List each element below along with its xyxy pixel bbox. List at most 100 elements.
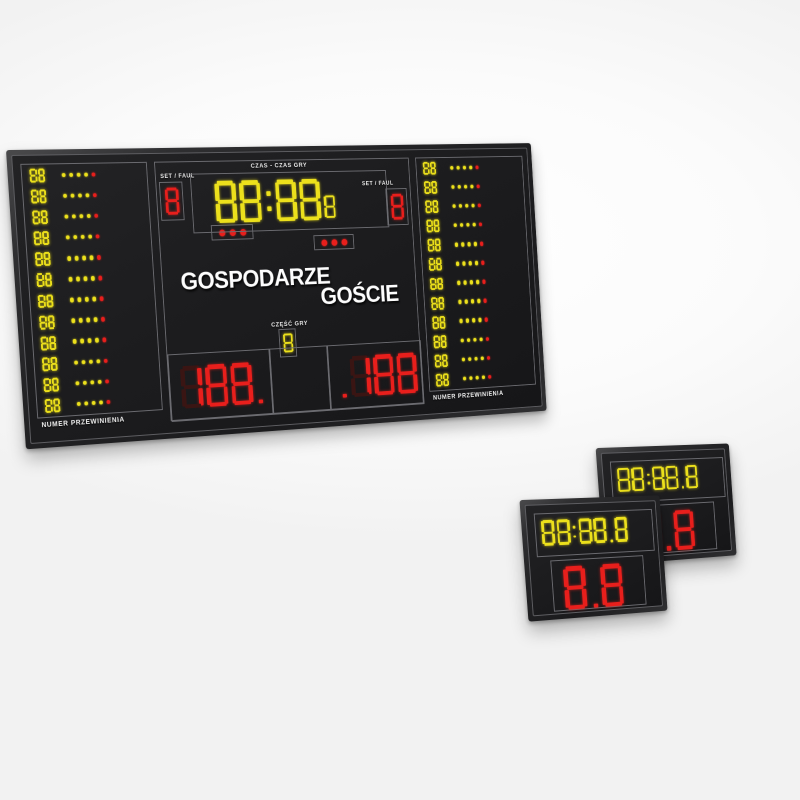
foul-row[interactable] bbox=[31, 249, 149, 267]
guest-set-faul-display[interactable] bbox=[385, 188, 409, 226]
foul-dot-yellow bbox=[471, 318, 476, 323]
foul-dot-red bbox=[102, 337, 107, 343]
colon-separator bbox=[263, 180, 274, 222]
foul-row[interactable] bbox=[34, 290, 152, 309]
foul-dot-yellow bbox=[457, 299, 462, 305]
seven-segment-digit bbox=[432, 200, 439, 214]
foul-row-number bbox=[33, 231, 51, 246]
foul-row[interactable] bbox=[38, 351, 155, 372]
foul-row-dots bbox=[66, 255, 102, 261]
seven-segment-digit bbox=[40, 336, 49, 351]
decimal-point bbox=[339, 356, 350, 399]
foul-dot-yellow bbox=[70, 318, 76, 324]
foul-dot-yellow bbox=[458, 203, 463, 209]
foul-row-number bbox=[32, 210, 50, 225]
foul-row[interactable] bbox=[429, 311, 529, 329]
seven-segment-digit bbox=[422, 161, 430, 175]
foul-row[interactable] bbox=[428, 293, 528, 310]
foul-row[interactable] bbox=[419, 160, 519, 175]
seven-segment-digit bbox=[164, 187, 180, 215]
foul-dot-red bbox=[486, 355, 491, 360]
foul-dot-yellow bbox=[96, 358, 101, 364]
foul-dot-yellow bbox=[468, 261, 473, 266]
foul-row[interactable] bbox=[28, 208, 146, 225]
seven-segment-digit bbox=[600, 563, 625, 608]
foul-row[interactable] bbox=[30, 228, 148, 246]
foul-row[interactable] bbox=[32, 269, 150, 288]
foul-dot-yellow bbox=[474, 260, 479, 266]
foul-row-number bbox=[29, 168, 47, 183]
foul-dot-yellow bbox=[68, 276, 73, 282]
left-foul-panel[interactable] bbox=[20, 161, 163, 419]
guest-indicator-dots[interactable] bbox=[313, 233, 355, 251]
foul-dot-red bbox=[483, 298, 487, 303]
foul-dot-red bbox=[482, 279, 486, 284]
foul-dot-yellow bbox=[80, 234, 85, 240]
foul-dot-yellow bbox=[467, 242, 471, 247]
foul-dot-yellow bbox=[453, 223, 458, 228]
foul-row[interactable] bbox=[37, 331, 154, 351]
foul-dot-red bbox=[478, 222, 483, 227]
foul-dot-red bbox=[106, 399, 111, 405]
foul-dot-yellow bbox=[461, 357, 466, 362]
right-foul-panel[interactable] bbox=[415, 155, 536, 392]
foul-row-number bbox=[435, 373, 451, 387]
foul-row[interactable] bbox=[431, 349, 530, 368]
guest-score-display[interactable] bbox=[327, 340, 425, 411]
aux-front-bottom-display[interactable] bbox=[550, 555, 647, 612]
foul-row-dots bbox=[68, 275, 103, 282]
foul-row-number bbox=[37, 294, 56, 309]
seven-segment-digit bbox=[41, 357, 50, 372]
foul-row[interactable] bbox=[430, 330, 529, 349]
foul-row[interactable] bbox=[425, 255, 525, 272]
aux-display-front[interactable] bbox=[519, 495, 668, 622]
foul-row-dots bbox=[461, 355, 491, 362]
foul-dot-red bbox=[485, 336, 490, 341]
foul-dot-yellow bbox=[61, 172, 66, 178]
foul-dot-yellow bbox=[72, 235, 78, 240]
foul-dot-yellow bbox=[62, 193, 68, 199]
seven-segment-digit bbox=[52, 398, 61, 413]
foul-dot-red bbox=[99, 296, 104, 302]
foul-dot-yellow bbox=[71, 214, 77, 219]
foul-dot-yellow bbox=[460, 242, 465, 247]
seven-segment-digit bbox=[179, 365, 204, 409]
foul-row-number bbox=[429, 277, 445, 291]
seven-segment-digit bbox=[298, 178, 322, 221]
seven-segment-digit bbox=[436, 277, 444, 291]
foul-row[interactable] bbox=[25, 167, 143, 183]
foul-row[interactable] bbox=[423, 217, 523, 233]
seven-segment-digit bbox=[205, 363, 229, 408]
foul-row[interactable] bbox=[432, 368, 531, 387]
foul-row[interactable] bbox=[421, 179, 521, 194]
foul-dot-red bbox=[97, 275, 103, 281]
seven-segment-digit bbox=[46, 294, 54, 308]
aux-front-top-display[interactable] bbox=[533, 508, 655, 558]
foul-row[interactable] bbox=[422, 198, 522, 214]
foul-dot-red bbox=[479, 241, 484, 246]
foul-dot-yellow bbox=[64, 214, 69, 220]
game-clock-display[interactable] bbox=[189, 170, 390, 234]
foul-row[interactable] bbox=[427, 274, 527, 291]
foul-dot-yellow bbox=[465, 318, 470, 323]
seven-segment-digit bbox=[673, 509, 696, 550]
foul-dot-red bbox=[96, 255, 102, 260]
foul-row[interactable] bbox=[35, 310, 153, 330]
seven-segment-digit bbox=[41, 231, 50, 246]
seven-segment-digit bbox=[429, 161, 437, 175]
foul-dot-yellow bbox=[456, 280, 461, 285]
foul-row[interactable] bbox=[424, 236, 524, 252]
foul-dot-yellow bbox=[459, 223, 464, 228]
foul-row-dots bbox=[453, 222, 483, 228]
home-set-faul-display[interactable] bbox=[158, 181, 185, 221]
home-score-display[interactable] bbox=[167, 348, 274, 423]
foul-dot-yellow bbox=[473, 241, 478, 246]
foul-row-number bbox=[430, 296, 446, 310]
foul-dot-yellow bbox=[466, 337, 471, 343]
main-scoreboard[interactable]: NUMER PRZEWINIENIA CZAS - CZAS GRY SET /… bbox=[5, 143, 547, 450]
foul-row[interactable] bbox=[41, 392, 158, 413]
foul-row[interactable] bbox=[27, 187, 145, 204]
foul-row[interactable] bbox=[39, 372, 156, 393]
foul-dot-red bbox=[484, 317, 489, 322]
foul-dot-yellow bbox=[91, 400, 96, 406]
